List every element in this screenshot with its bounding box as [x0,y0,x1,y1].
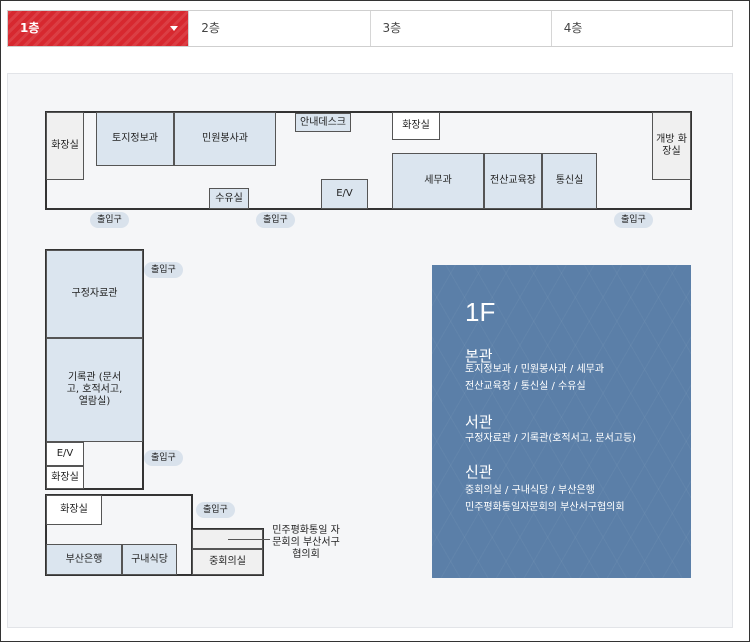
entrance-main-2[interactable]: 출입구 [256,212,295,228]
floor-tabs: 1층 2층 3층 4층 [7,10,733,47]
new-building-line-2: 민주평화통일자문회의 부산서구협의회 [465,502,625,513]
room-ev-main[interactable]: E/V [321,179,368,209]
west-building-line-1: 구정자료관 / 기록관(호적서고, 문서고등) [465,433,637,444]
room-restroom-new[interactable]: 화장실 [46,495,102,525]
callout-leader-line [228,539,270,540]
peace-council-label: 민주평화통일 자문회의 부산서구협의회 [272,525,340,560]
room-civil-service[interactable]: 민원봉사과 [174,112,276,166]
entrance-main-3[interactable]: 출입구 [614,212,653,228]
west-building-heading: 서관 [465,413,493,431]
main-building-line-2: 전산교육장 / 통신실 / 수유실 [465,381,586,392]
room-restroom-west[interactable]: 화장실 [46,466,84,489]
tab-floor-1[interactable]: 1층 [8,11,190,46]
tab-label: 1층 [20,21,40,35]
room-comm[interactable]: 통신실 [542,153,597,209]
main-building-heading: 본관 [465,347,493,365]
entrance-west-1[interactable]: 출입구 [144,262,183,278]
room-ev-west[interactable]: E/V [46,442,84,466]
tab-label: 4층 [563,21,583,35]
room-cafeteria[interactable]: 구내식당 [122,544,177,575]
room-council[interactable]: 중회의실 [192,549,263,575]
tab-label: 3층 [382,21,402,35]
tab-floor-4[interactable]: 4층 [551,11,732,46]
new-building-line-1: 중회의실 / 구내식당 / 부산은행 [465,485,595,496]
room-district-archive[interactable]: 구정자료관 [46,250,143,338]
tab-floor-3[interactable]: 3층 [370,11,552,46]
room-nursing[interactable]: 수유실 [209,188,249,209]
room-open-restroom[interactable]: 개방 화장실 [652,112,691,180]
room-restroom-main[interactable]: 화장실 [46,112,84,180]
floor-directory-sign: 1F 본관 토지정보과 / 민원봉사과 / 세무과 전산교육장 / 통신실 / … [432,265,691,578]
room-tax[interactable]: 세무과 [392,153,484,209]
tab-label: 2층 [201,21,220,35]
new-building-heading: 신관 [465,463,493,481]
floor-title: 1F [465,297,496,327]
room-restroom-main2[interactable]: 화장실 [392,112,440,140]
room-land-info[interactable]: 토지정보과 [96,112,174,166]
entrance-west-2[interactable]: 출입구 [144,450,183,466]
room-edu[interactable]: 전산교육장 [484,153,542,209]
entrance-main-1[interactable]: 출입구 [90,212,129,228]
room-bank[interactable]: 부산은행 [46,544,122,575]
main-building-line-1: 토지정보과 / 민원봉사과 / 세무과 [465,364,605,375]
chevron-down-icon [170,26,179,31]
tab-floor-2[interactable]: 2층 [189,11,371,46]
room-info-desk[interactable]: 안내데스크 [295,113,351,132]
entrance-new[interactable]: 출입구 [196,502,235,518]
room-records[interactable]: 기록관 (문서고, 호적서고, 열람실) [46,338,143,442]
